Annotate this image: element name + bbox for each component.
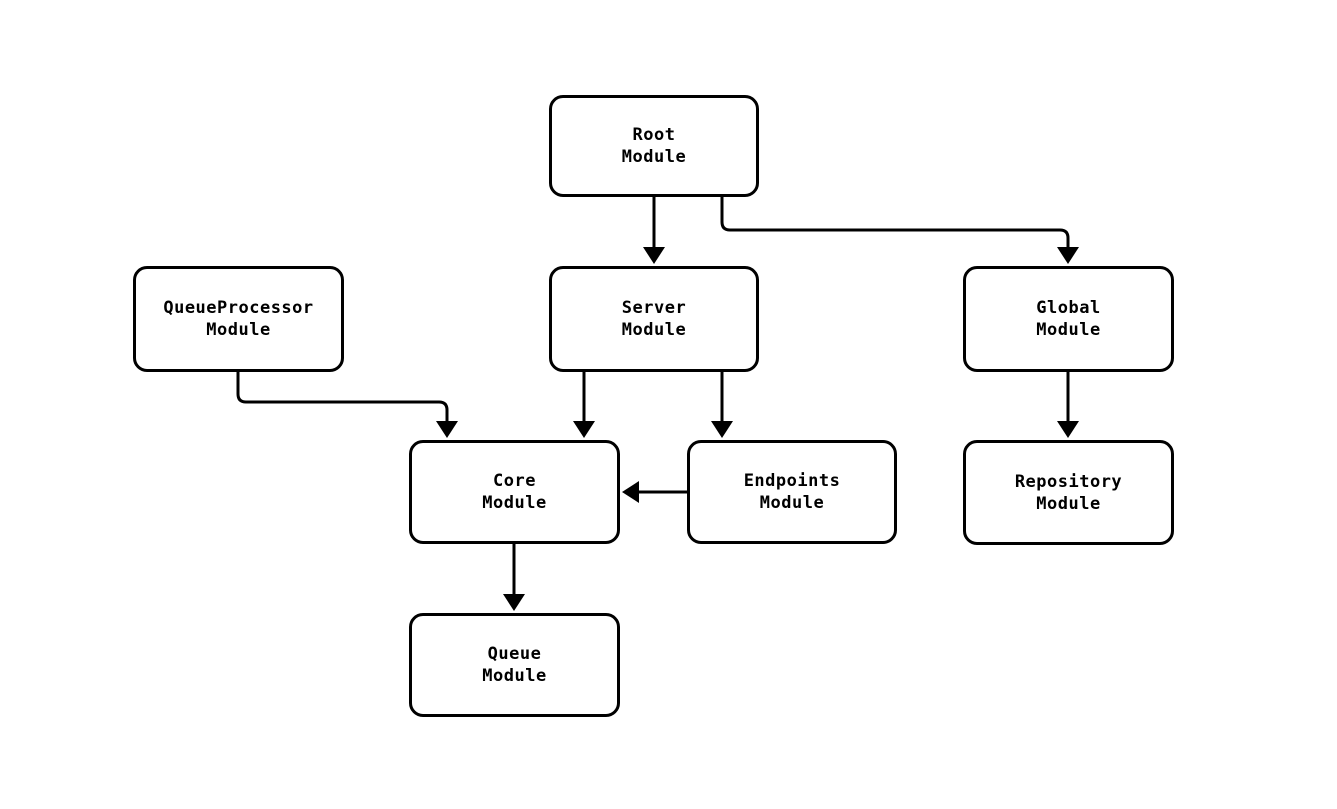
repository-module-label-line1: Repository bbox=[1014, 471, 1123, 492]
core-module-label-line2: Module bbox=[482, 493, 547, 513]
queue-module-label-line1: Queue bbox=[487, 644, 542, 664]
endpoints-module-label-line1: Endpoints bbox=[743, 471, 841, 491]
global-module-node[interactable]: Global Module bbox=[963, 266, 1174, 372]
edge-root-to-server-arrowhead bbox=[643, 247, 665, 264]
queueprocessor-module-node[interactable]: QueueProcessor Module bbox=[133, 266, 344, 372]
repository-module-node[interactable]: Repository Module bbox=[963, 440, 1174, 545]
endpoints-module-node[interactable]: Endpoints Module bbox=[687, 440, 897, 544]
edge-root-to-global-arrowhead bbox=[1057, 247, 1079, 264]
queueprocessor-module-label-line1: QueueProcessor bbox=[163, 298, 314, 318]
queue-module-label-line2: Module bbox=[482, 666, 547, 686]
root-module-node[interactable]: Root Module bbox=[549, 95, 759, 197]
edge-core-to-queue-arrowhead bbox=[503, 594, 525, 611]
edge-server-to-core-arrowhead bbox=[573, 421, 595, 438]
core-module-node[interactable]: Core Module bbox=[409, 440, 620, 544]
queueprocessor-module-label-line2: Module bbox=[206, 320, 271, 340]
edge-endpoints-to-core-arrowhead bbox=[622, 481, 639, 503]
edge-global-to-repository-arrowhead bbox=[1057, 421, 1079, 438]
repository-module-label-line2: Module bbox=[1036, 493, 1101, 514]
server-module-label-line2: Module bbox=[621, 320, 687, 340]
global-module-label-line2: Module bbox=[1036, 320, 1101, 340]
root-module-label-line1: Root bbox=[632, 125, 676, 145]
core-module-label-line1: Core bbox=[493, 471, 536, 491]
server-module-node[interactable]: Server Module bbox=[549, 266, 759, 372]
queue-module-node[interactable]: Queue Module bbox=[409, 613, 620, 717]
root-module-label-line2: Module bbox=[621, 147, 687, 167]
edge-server-to-endpoints-arrowhead bbox=[711, 421, 733, 438]
server-module-label-line1: Server bbox=[621, 298, 687, 318]
edge-queueprocessor-to-core bbox=[236, 372, 449, 430]
global-module-label-line1: Global bbox=[1036, 298, 1101, 318]
edge-root-to-global bbox=[720, 197, 1070, 256]
endpoints-module-label-line2: Module bbox=[759, 493, 825, 513]
edge-queueprocessor-to-core-arrowhead bbox=[436, 421, 458, 438]
